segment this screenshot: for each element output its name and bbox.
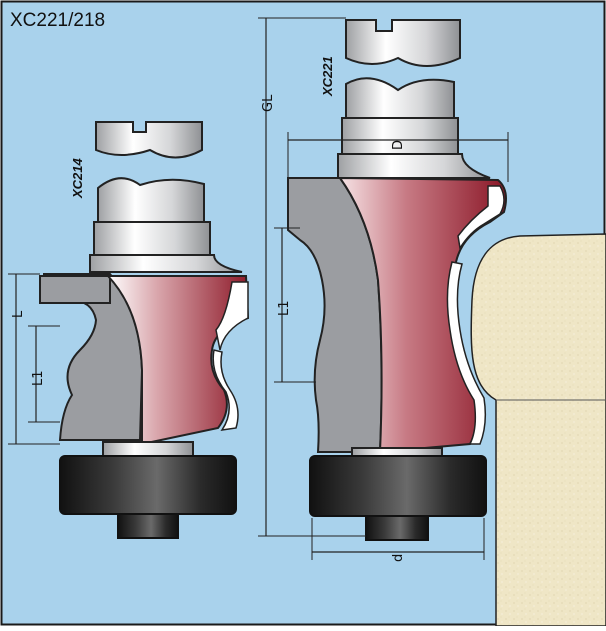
workpiece: [470, 233, 606, 627]
right-dim-D: D: [391, 140, 406, 150]
left-blade-edge-lower: [212, 349, 239, 431]
left-neck: [89, 254, 243, 273]
right-dim-L1: L1: [277, 300, 292, 316]
left-screw: [117, 513, 179, 539]
left-shank-top: [95, 121, 203, 159]
left-spacer: [102, 441, 194, 457]
right-screw: [365, 515, 429, 541]
right-neck: [337, 153, 491, 179]
left-bearing: [59, 455, 237, 515]
left-blade-edge: [215, 281, 249, 351]
right-dim-d: d: [391, 554, 406, 562]
left-body-top: [39, 275, 111, 304]
right-blade-edge-lower: [446, 261, 487, 445]
right-shank-top: [345, 19, 461, 67]
right-shank: [345, 77, 455, 119]
right-model-label: XC221: [320, 56, 335, 97]
left-collar: [93, 221, 211, 256]
right-dim-GL: GL: [261, 94, 276, 112]
right-blade-edge: [457, 185, 505, 251]
left-model-label: XC214: [70, 157, 85, 199]
right-bearing: [309, 455, 487, 517]
left-router-bit: XC214 L L1: [8, 121, 250, 539]
left-dim-L: L: [11, 310, 26, 318]
left-shank: [97, 177, 205, 223]
diagram-title: XC221/218: [10, 10, 105, 31]
right-router-bit: XC221 GL D L1 d: [258, 17, 509, 562]
left-dim-L1: L1: [31, 370, 46, 386]
